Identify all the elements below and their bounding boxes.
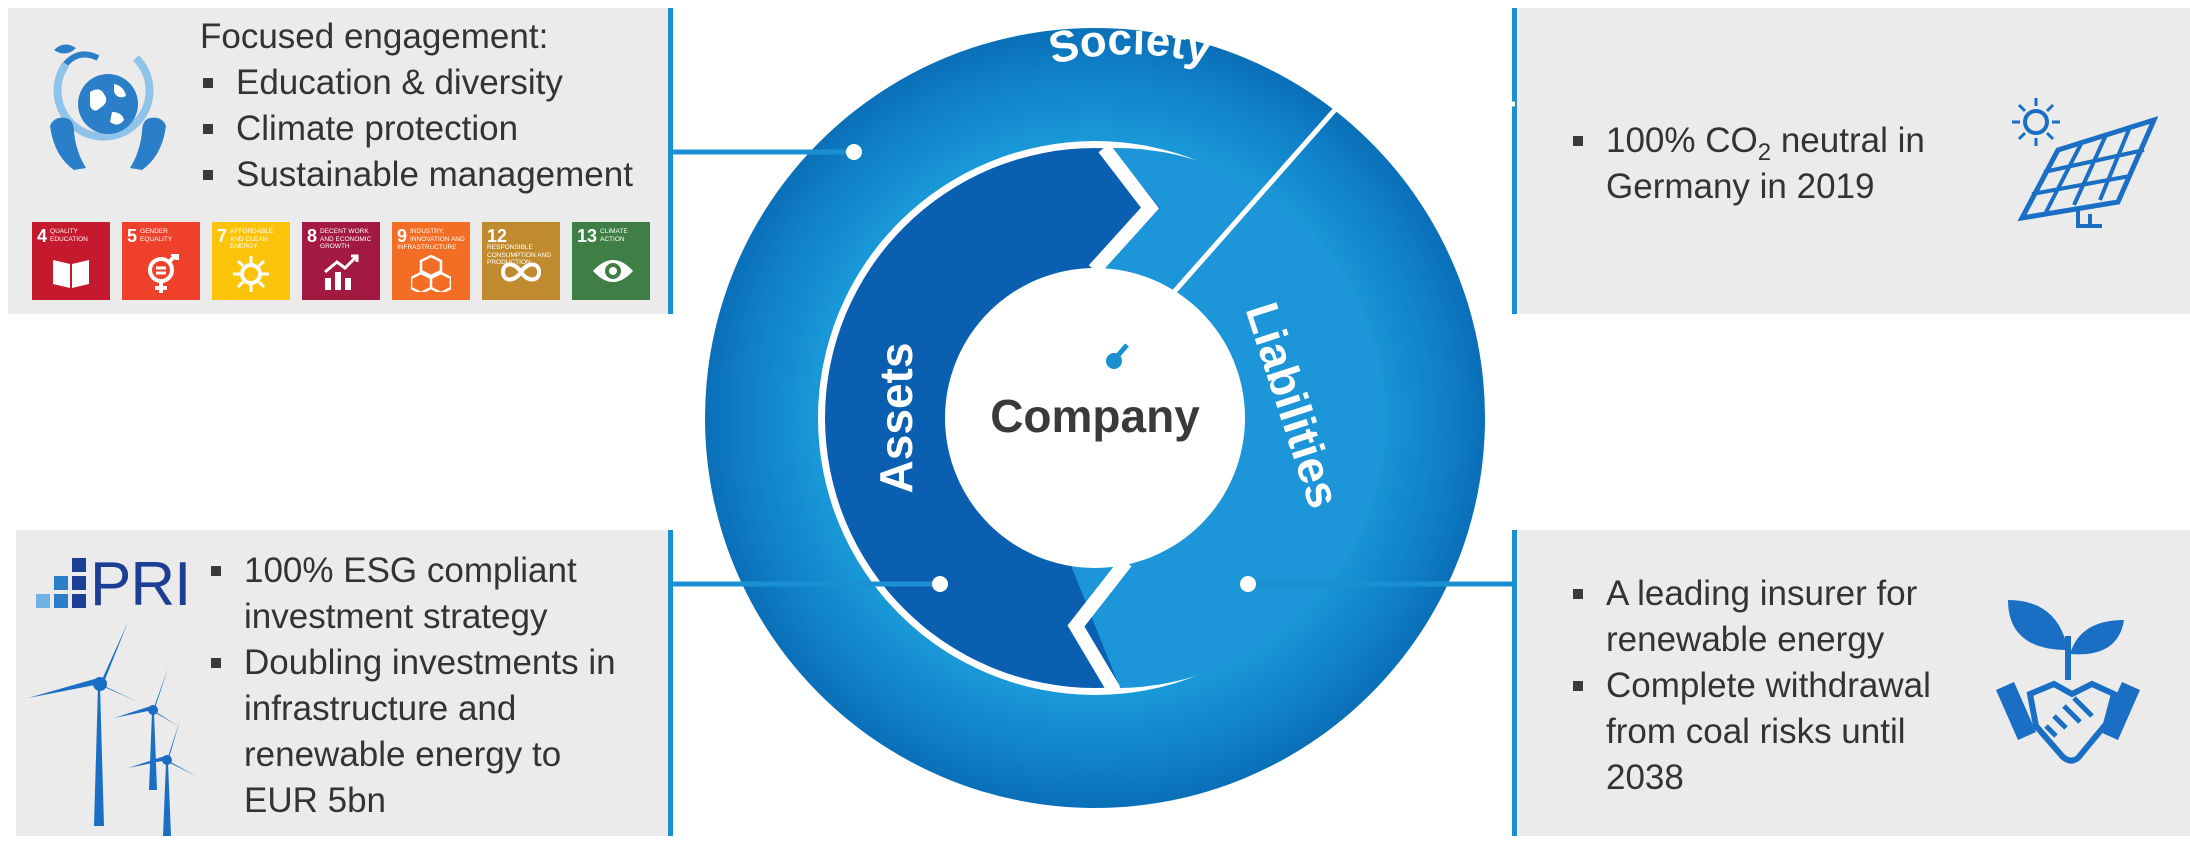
gender-equality-icon (148, 254, 179, 293)
investments-panel (16, 530, 670, 836)
co2-panel (1518, 8, 2190, 314)
pri-squares-icon (36, 558, 86, 608)
book-icon (53, 260, 89, 288)
chevron-separator-top (1088, 143, 1160, 275)
eye-globe-icon (593, 260, 633, 282)
company-label: Company (990, 390, 1200, 442)
co2-prefix: 100% CO (1606, 121, 1758, 160)
solar-panel-icon (2006, 92, 2159, 232)
connector-dot-assets (932, 576, 948, 592)
sdg-number: 8 (307, 226, 318, 246)
engagement-text: Focused engagement: Education & diversit… (200, 14, 633, 198)
connector-dot-company (1106, 353, 1122, 369)
sdg-label: INDUSTRY, INNOVATION AND INFRASTRUCTURE (397, 228, 465, 251)
list-item: A leading insurer for renewable energy (1570, 571, 1970, 663)
sdg-label: CLIMATE ACTION (600, 228, 628, 243)
list-item: Climate protection (200, 106, 633, 152)
engagement-title: Focused engagement: (200, 17, 549, 56)
list-item: Doubling investments in infrastructure a… (208, 640, 628, 824)
list-item: 100% CO2 neutral in Germany in 2019 (1570, 118, 1925, 210)
connector-vertical-br (1512, 530, 1517, 836)
connector-vertical-tl (668, 8, 673, 314)
co2-text: 100% CO2 neutral in Germany in 2019 (1570, 118, 1925, 210)
sdg-label: DECENT WORK AND ECONOMIC GROWTH (320, 228, 372, 250)
handshake-plant-icon (1990, 590, 2146, 776)
globe-in-hands-icon (44, 36, 172, 186)
sdg-12-tile: 12 RESPONSIBLE CONSUMPTION AND PRODUCTIO… (482, 222, 560, 300)
list-item: 100% ESG compliant investment strategy (208, 548, 628, 640)
connector-vertical-bl (668, 530, 673, 836)
sdg-number: 5 (127, 226, 138, 246)
pri-logo-text: PRI (90, 550, 191, 619)
chevron-separator-bottom (1067, 557, 1132, 694)
sdg-label: GENDER EQUALITY (140, 228, 173, 243)
list-item: Complete withdrawal from coal risks unti… (1570, 663, 1970, 801)
sdg-number: 4 (37, 226, 48, 246)
co2-suffix: neutral in (1771, 121, 1925, 160)
insurance-text: A leading insurer for renewable energy C… (1570, 571, 1970, 801)
company-center (945, 268, 1245, 568)
sdg-label: AFFORDABLE AND CLEAN ENERGY (230, 228, 274, 250)
sdg-number: 9 (397, 226, 408, 246)
sun-icon (233, 256, 269, 292)
co2-line2: Germany in 2019 (1606, 167, 1875, 206)
insurance-panel (1518, 530, 2190, 836)
sdg-7-tile: 7 AFFORDABLE AND CLEAN ENERGY (212, 222, 290, 300)
assets-label: Assets (870, 343, 922, 494)
sdg-number: 7 (217, 226, 228, 246)
sdg-4-tile: 4 QUALITY EDUCATION (32, 222, 110, 300)
list-item: Education & diversity (200, 60, 633, 106)
sdg-8-tile: 8 DECENT WORK AND ECONOMIC GROWTH (302, 222, 380, 300)
co2-subscript: 2 (1757, 139, 1772, 166)
sdg-goals-row: 4 QUALITY EDUCATION 5 GENDER EQUALITY 7 … (32, 222, 650, 300)
sdg-number: 13 (577, 226, 598, 246)
wind-turbines-icon (28, 620, 218, 836)
cubes-icon (411, 254, 451, 292)
sdg-label: QUALITY EDUCATION (50, 228, 88, 243)
connector-dot-society (846, 144, 862, 160)
growth-chart-icon (324, 254, 359, 290)
sdg-number: 12 (487, 226, 508, 246)
sdg-label: RESPONSIBLE CONSUMPTION AND PRODUCTION (487, 244, 551, 266)
connector-vertical-tr (1512, 8, 1517, 314)
sdg-5-tile: 5 GENDER EQUALITY (122, 222, 200, 300)
connector-dot-liabilities (1240, 576, 1256, 592)
list-item: Sustainable management (200, 152, 633, 198)
sdg-13-tile: 13 CLIMATE ACTION (572, 222, 650, 300)
infinity-icon (501, 262, 541, 282)
investments-text: 100% ESG compliant investment strategy D… (208, 548, 628, 824)
connector-co2-diagonal-white (1112, 102, 1342, 362)
sdg-9-tile: 9 INDUSTRY, INNOVATION AND INFRASTRUCTUR… (392, 222, 470, 300)
